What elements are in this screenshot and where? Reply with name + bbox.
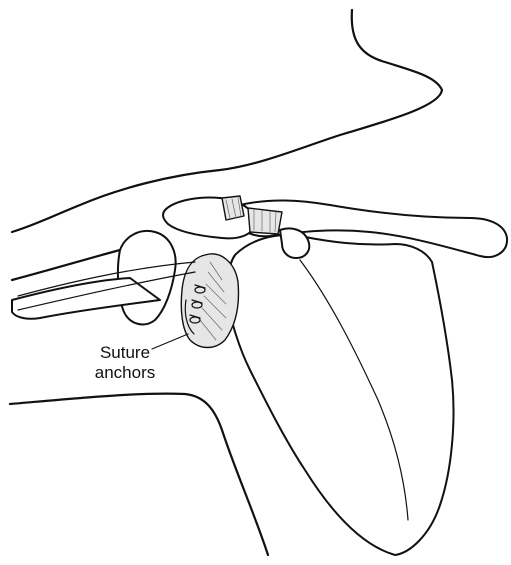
label-line-2: anchors xyxy=(88,363,162,383)
scapula xyxy=(227,235,453,555)
label-line-1: Suture xyxy=(88,343,162,363)
upper-arm-outline-bottom xyxy=(10,394,268,555)
acromioclavicular-ligament xyxy=(222,196,244,220)
suture-anchors-label: Suture anchors xyxy=(88,343,162,383)
glenoid-labrum xyxy=(181,254,238,348)
coracoclavicular-ligament xyxy=(248,208,282,234)
